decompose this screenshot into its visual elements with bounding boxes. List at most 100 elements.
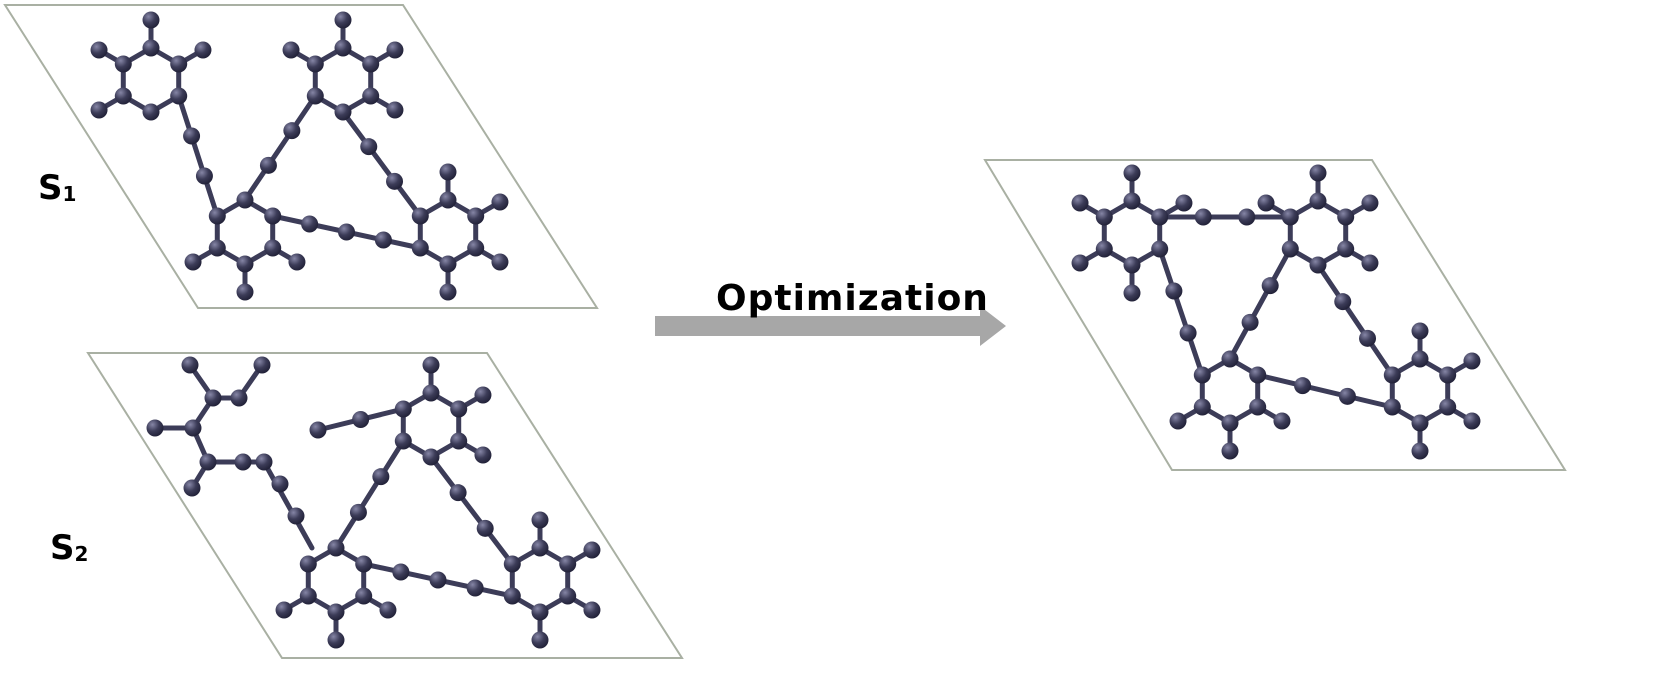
atom (394, 432, 412, 450)
atom (1463, 352, 1481, 370)
atom (1123, 164, 1141, 182)
atom (474, 446, 492, 464)
bond (428, 454, 515, 567)
atom (1411, 414, 1429, 432)
atom (1309, 192, 1327, 210)
atom (309, 421, 327, 439)
bond (1255, 372, 1395, 410)
atom (334, 11, 352, 29)
bond (1157, 246, 1205, 378)
atom (1463, 412, 1481, 430)
bond (176, 93, 220, 219)
molecule-structure-optimized (1071, 164, 1481, 460)
bond (1227, 246, 1293, 362)
atom (1294, 377, 1312, 395)
atom (352, 411, 370, 428)
atom (299, 587, 317, 605)
atom (208, 239, 226, 257)
atom (194, 41, 212, 59)
atom (491, 193, 509, 211)
atom (362, 87, 380, 105)
atom (1071, 254, 1089, 272)
atom (450, 432, 468, 450)
atom (1411, 442, 1429, 460)
atom (264, 207, 282, 225)
atom (1179, 324, 1197, 342)
atom (275, 601, 293, 619)
atom (1281, 208, 1299, 226)
atom (306, 87, 324, 105)
atom (466, 579, 484, 597)
atom (429, 571, 447, 589)
atom (1175, 194, 1193, 212)
atom (411, 207, 429, 225)
atom (1221, 350, 1239, 368)
atom (1151, 208, 1169, 226)
atom (204, 389, 222, 407)
atom (1361, 194, 1379, 212)
atom (1249, 366, 1267, 384)
atom (422, 384, 440, 402)
atom (559, 587, 577, 605)
atom (142, 103, 160, 121)
bond (261, 459, 315, 551)
atom (386, 172, 404, 190)
optimization-label: Optimization (716, 278, 989, 319)
atom (181, 356, 199, 374)
atom (1249, 398, 1267, 416)
atom (1309, 164, 1327, 182)
atom (1071, 194, 1089, 212)
atom (1095, 208, 1113, 226)
atom (1361, 254, 1379, 272)
atom (1273, 412, 1291, 430)
atom (379, 601, 397, 619)
atom (283, 122, 301, 140)
atom (264, 239, 282, 257)
atom (170, 55, 188, 73)
atom (114, 87, 132, 105)
atom (287, 507, 305, 525)
atom (422, 356, 440, 374)
atom (439, 191, 457, 209)
atom (1095, 240, 1113, 258)
atom (1165, 282, 1183, 300)
atom (334, 103, 352, 121)
atom (1194, 208, 1212, 226)
atom (1123, 256, 1141, 274)
atom (1337, 240, 1355, 258)
atom (386, 41, 404, 59)
atom (236, 191, 254, 209)
bond (242, 93, 318, 203)
atom (531, 603, 549, 621)
atom (282, 41, 300, 59)
atom (195, 167, 213, 185)
atom (1238, 208, 1256, 226)
atom (234, 453, 252, 471)
atom (208, 207, 226, 225)
unit-cell-optimized (983, 159, 1567, 471)
right-arrow-icon (655, 306, 1006, 346)
atom (1383, 398, 1401, 416)
atom (301, 215, 319, 233)
atom (183, 127, 201, 145)
atom (338, 223, 355, 241)
atom (386, 101, 404, 119)
atom (1337, 208, 1355, 226)
atom (349, 503, 367, 521)
atom (476, 519, 494, 537)
atom (531, 539, 549, 557)
atom (90, 101, 108, 119)
atom (374, 231, 392, 249)
unit-cell-s1 (3, 4, 599, 309)
atom (1411, 322, 1429, 340)
atom (392, 563, 410, 581)
atom (170, 87, 188, 105)
atom (184, 253, 202, 271)
atom (1241, 313, 1259, 331)
atom (306, 55, 324, 73)
atom (394, 400, 412, 418)
atom (1221, 442, 1239, 460)
atom (411, 239, 429, 257)
atom (583, 601, 601, 619)
